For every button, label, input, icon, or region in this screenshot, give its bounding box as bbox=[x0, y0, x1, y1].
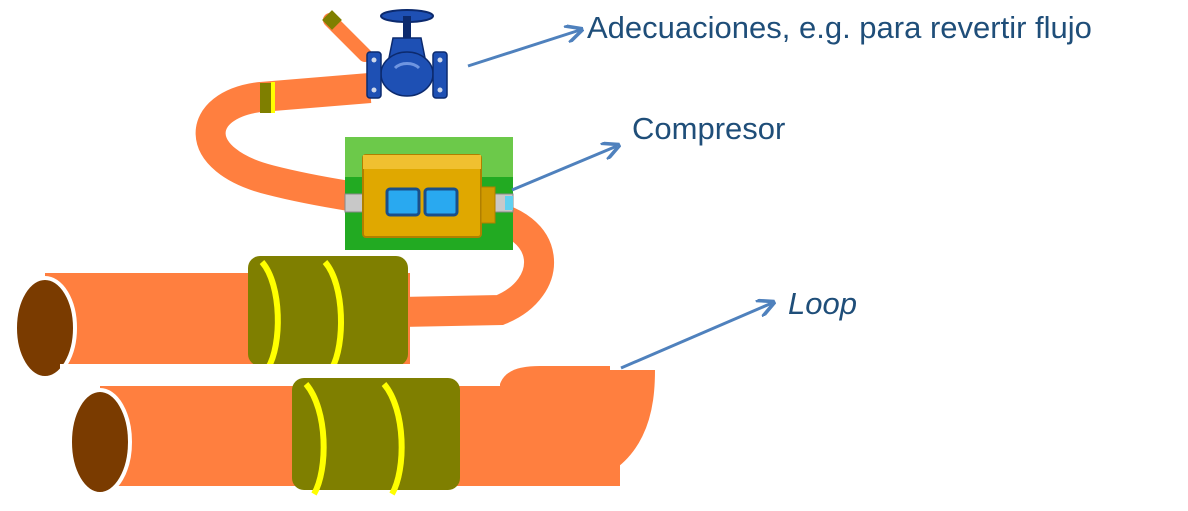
upper-collar-ring-2 bbox=[322, 260, 345, 370]
compressor-callout-arrow bbox=[511, 146, 617, 192]
lower-pipe-opening bbox=[68, 388, 132, 496]
valve-body bbox=[380, 51, 434, 97]
valve-flange-right bbox=[432, 51, 448, 99]
compressor-icon bbox=[344, 137, 514, 250]
valve-flange-left bbox=[366, 51, 382, 99]
upper-pipe-collar bbox=[248, 256, 408, 366]
main-pipeline bbox=[13, 10, 655, 496]
valve-stem bbox=[403, 16, 411, 38]
gate-valve-icon bbox=[366, 9, 448, 99]
lower-pipe-collar bbox=[292, 378, 460, 490]
lower-collar-ring-1 bbox=[303, 382, 327, 496]
serpentine-collar bbox=[260, 83, 274, 113]
valve-callout-arrow bbox=[467, 30, 580, 68]
compressor-window-right bbox=[423, 187, 459, 217]
loop-callout-arrow bbox=[620, 303, 772, 370]
compressor-window-left bbox=[385, 187, 421, 217]
pipe-stub-cap bbox=[322, 10, 342, 30]
valve-label: Adecuaciones, e.g. para revertir flujo bbox=[587, 10, 1092, 45]
lower-collar-ring-2 bbox=[381, 382, 405, 496]
upper-collar-ring-1 bbox=[259, 260, 281, 370]
lower-pipe-top-edge bbox=[500, 366, 610, 386]
upper-pipe-opening bbox=[13, 276, 77, 380]
loop-label: Loop bbox=[788, 286, 857, 321]
pipe-separation-mask bbox=[60, 364, 610, 380]
compressor-label: Compresor bbox=[632, 111, 785, 146]
